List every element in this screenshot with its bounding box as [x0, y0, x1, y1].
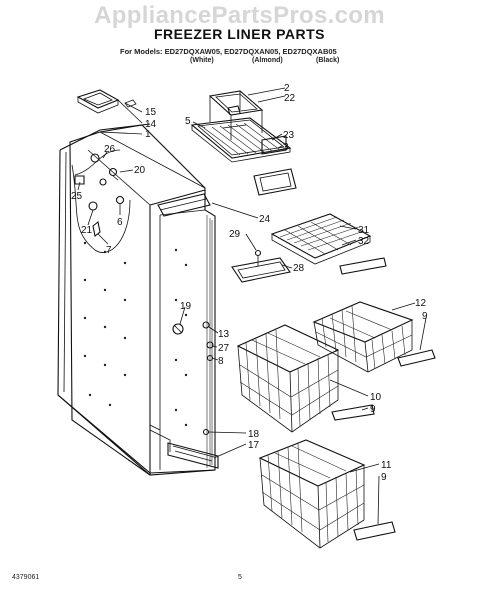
page-number: 5	[238, 574, 242, 581]
label-9-top: 9	[422, 311, 428, 322]
label-27: 27	[218, 343, 230, 354]
label-22: 22	[284, 93, 296, 104]
label-9-bottom: 9	[381, 472, 387, 483]
label-23: 23	[283, 130, 295, 141]
label-13: 13	[218, 329, 230, 340]
label-9-mid: 9	[370, 404, 376, 415]
label-29: 29	[229, 229, 241, 240]
label-10: 10	[370, 392, 382, 403]
basket-10	[236, 324, 375, 433]
basket-11	[258, 439, 396, 549]
label-14: 14	[145, 119, 157, 130]
color-black: (Black)	[316, 57, 340, 64]
shelf-bracket-28	[231, 249, 291, 283]
label-3: 3	[283, 142, 289, 153]
shelf-insert-3	[253, 168, 297, 196]
label-8: 8	[218, 356, 224, 367]
label-12: 12	[415, 298, 427, 309]
color-white: (White)	[190, 57, 214, 64]
freezer-liner	[57, 123, 216, 476]
label-19: 19	[180, 301, 192, 312]
label-2: 2	[284, 83, 290, 94]
basket-12	[312, 301, 436, 373]
label-26: 26	[104, 144, 116, 155]
liner-fittings	[74, 153, 214, 436]
label-18: 18	[248, 429, 260, 440]
label-20: 20	[134, 165, 146, 176]
label-24: 24	[259, 214, 271, 225]
top-shelf	[190, 90, 292, 163]
label-28: 28	[293, 263, 305, 274]
color-almond: (Almond)	[252, 57, 283, 64]
label-21: 21	[81, 225, 93, 236]
watermark: AppliancePartsPros.com	[94, 2, 385, 29]
trim-strip-24	[157, 193, 211, 217]
label-7: 7	[106, 245, 112, 256]
diagram-title: FREEZER LINER PARTS	[153, 26, 326, 42]
label-6: 6	[117, 217, 123, 228]
top-hinge-bracket	[76, 89, 137, 114]
label-11: 11	[381, 460, 392, 471]
models-line: For Models: ED27DQXAW05, ED27DQXAN05, ED…	[120, 47, 337, 56]
part-labels: 15 14 1 26 20 25 6 21 7 2 22 5 23 3 24 2…	[71, 83, 428, 483]
label-32: 32	[358, 236, 370, 247]
doc-number: 4379061	[12, 574, 40, 581]
label-17: 17	[248, 440, 260, 451]
label-25: 25	[71, 191, 83, 202]
leader-lines	[77, 87, 427, 525]
wire-shelf	[270, 213, 387, 275]
label-5: 5	[185, 116, 191, 127]
label-31: 31	[358, 225, 370, 236]
bottom-trim-17	[167, 442, 219, 469]
label-15: 15	[145, 107, 157, 118]
label-1: 1	[145, 129, 151, 140]
